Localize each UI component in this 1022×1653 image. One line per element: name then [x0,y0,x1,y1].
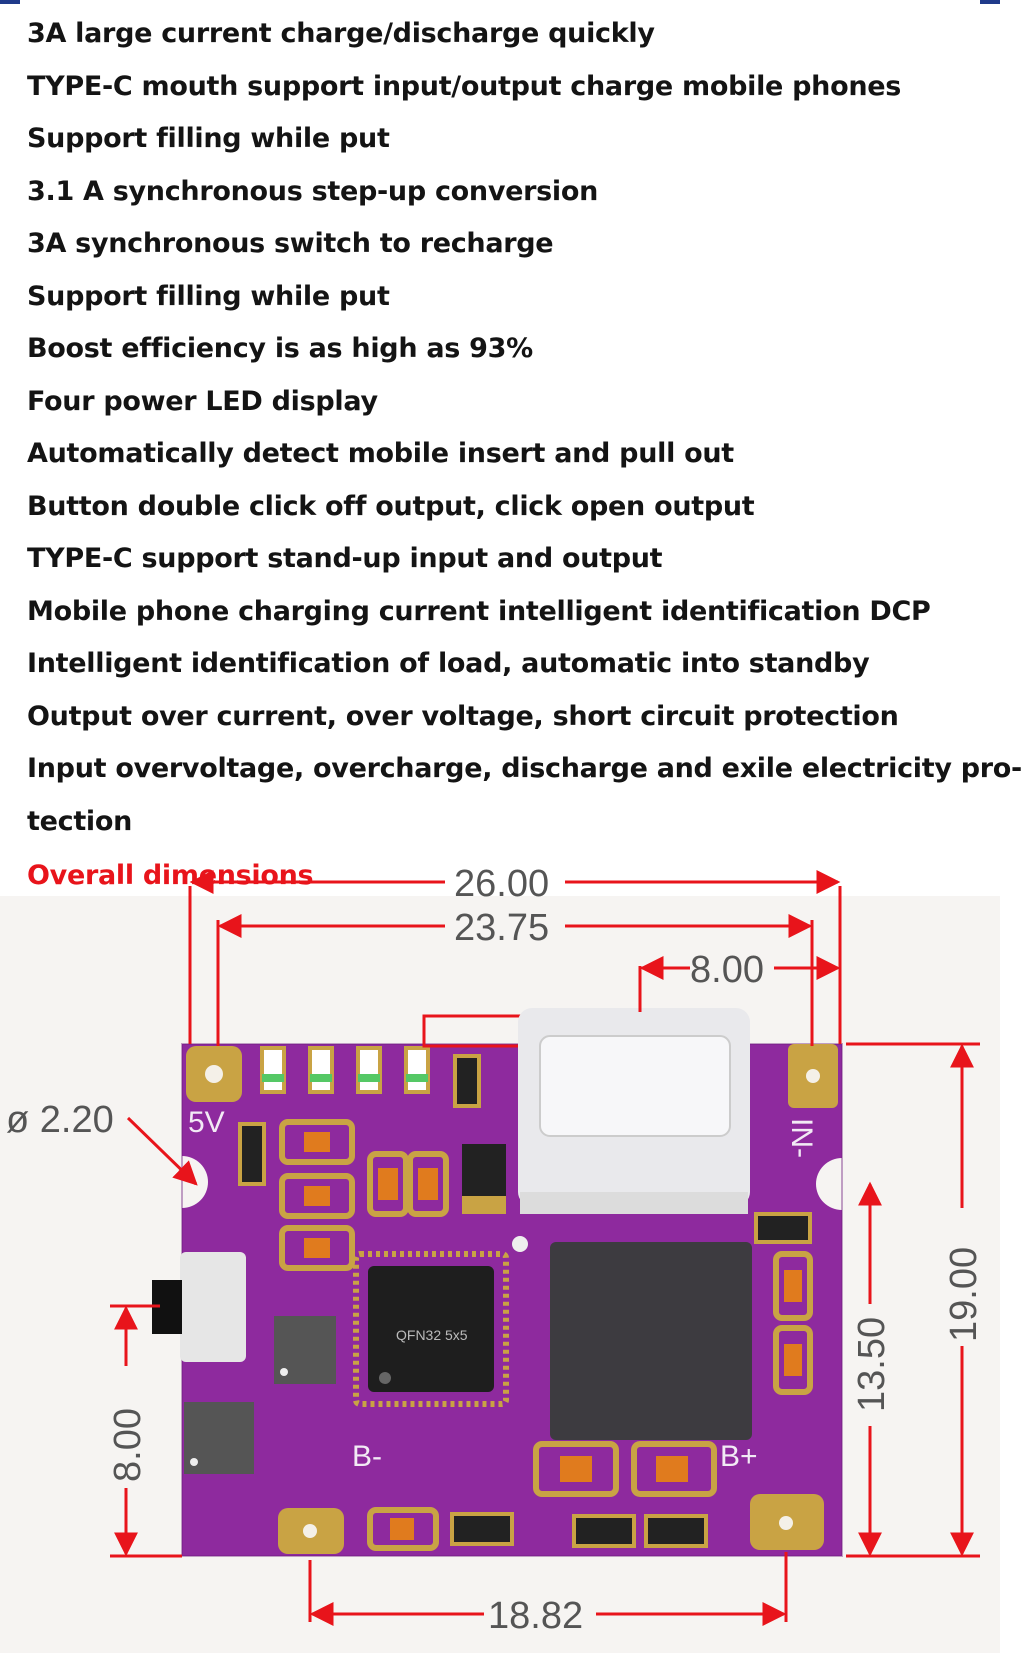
chip-label: QFN32 5x5 [396,1327,468,1343]
mosfet [184,1402,254,1474]
pcb-drawing: QFN32 5x5 5V B- B+ IN- [6,863,985,1637]
resistor-column [238,1054,506,1271]
feature-item: Boost efficiency is as high as 93% [27,333,533,364]
feature-item: Output over current, over voltage, short… [27,700,899,732]
dim-label: 19.00 [943,1247,985,1342]
usb-c-port [422,1008,750,1214]
silk-b-plus-label: B+ [720,1440,758,1473]
dim-height: 19.00 [846,1042,985,1558]
silk-b-minus-label: B- [352,1440,382,1473]
silk-input-label: IN- [785,1118,818,1158]
top-accent-bar [0,0,1000,4]
dim-label: 23.75 [454,907,549,949]
mounting-pad [750,1494,824,1550]
dimension-diagram: QFN32 5x5 5V B- B+ IN- [0,863,1000,1653]
led-row [260,1046,430,1094]
dim-label: ø 2.20 [6,1099,114,1141]
feature-item: Four power LED display [27,385,378,417]
feature-list: 3A large current charge/discharge quickl… [27,8,1022,848]
dim-bottom-width: 18.82 [308,1552,788,1637]
dim-hole-diameter: ø 2.20 [6,1099,198,1186]
feature-item: Automatically detect mobile insert and p… [27,438,734,469]
dim-label: 18.82 [488,1595,583,1637]
silk-5v-label: 5V [188,1106,225,1139]
dimensions-title: Overall dimensions [27,860,314,891]
feature-item: TYPE-C mouth support input/output charge… [27,70,902,102]
mounting-pad [186,1046,242,1102]
qfn-chip: QFN32 5x5 [353,1251,509,1407]
dim-left-height: 8.00 [107,1304,182,1558]
right-capacitors [754,1212,813,1395]
dim-port-offset: 8.00 [638,949,841,1012]
bottom-components [367,1441,717,1551]
feature-item: Button double click off output, click op… [27,490,755,522]
dim-label: 13.50 [851,1317,893,1412]
mounting-pad [788,1044,838,1108]
push-button [152,1252,246,1362]
dim-label: 26.00 [454,863,549,905]
feature-item: Support filling while put [27,123,390,154]
dim-label: 8.00 [690,949,764,991]
mounting-pad [278,1508,344,1554]
feature-item: Support filling while put [27,280,390,312]
feature-item: Mobile phone charging current intelligen… [27,595,931,627]
mosfet [274,1316,336,1384]
feature-item: TYPE-C support stand-up input and output [27,543,663,574]
dim-hole-spacing: 23.75 [216,907,814,1046]
inductor [512,1236,752,1440]
feature-item: tection [27,805,133,837]
feature-item: Input overvoltage, overcharge, discharge… [27,753,1022,784]
feature-item: 3A large current charge/discharge quickl… [27,18,655,49]
dim-label: 8.00 [107,1408,149,1482]
feature-item: 3A synchronous switch to recharge [27,228,554,259]
feature-item: 3.1 A synchronous step-up conversion [27,175,599,207]
dim-hole-height: 13.50 [851,1181,893,1557]
feature-item: Intelligent identification of load, auto… [27,648,870,679]
